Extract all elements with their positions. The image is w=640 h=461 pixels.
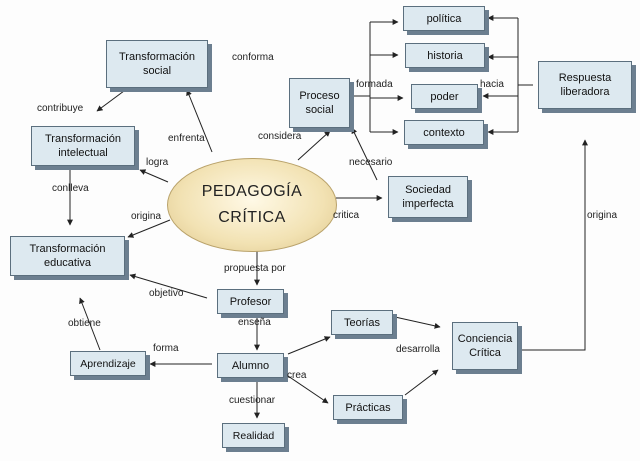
label-ensena: enseña — [238, 317, 271, 328]
label-obtiene: obtiene — [68, 318, 101, 329]
node-proceso-social[interactable]: Proceso social — [289, 78, 350, 128]
arrow-obtiene — [79, 297, 101, 351]
node-profesor[interactable]: Profesor — [217, 289, 284, 314]
label-forma: forma — [153, 343, 179, 354]
center-title-line1: PEDAGOGÍA — [201, 183, 303, 200]
label-critica: critica — [333, 210, 360, 221]
label-propuesta-por: propuesta por — [224, 263, 286, 274]
node-transformacion-social[interactable]: Transformación social — [106, 40, 208, 88]
arrow-contribuye — [96, 87, 129, 112]
node-aprendizaje[interactable]: Aprendizaje — [70, 351, 146, 376]
arrow-desarrolla-teorias — [394, 316, 441, 329]
label-enfrenta: enfrenta — [168, 133, 205, 144]
label-desarrolla: desarrolla — [396, 344, 440, 355]
node-respuesta-liberadora[interactable]: Respuesta liberadora — [538, 61, 632, 109]
label-contribuye: contribuye — [37, 103, 84, 114]
arrow-considera — [297, 130, 331, 161]
label-logra: logra — [146, 157, 169, 168]
label-formada: formada — [356, 79, 393, 90]
node-poder[interactable]: poder — [411, 84, 478, 109]
arrow-crea-practicas — [287, 375, 329, 404]
node-teorias[interactable]: Teorías — [331, 310, 393, 335]
label-conlleva: conlleva — [52, 183, 89, 194]
label-origina-left: origina — [131, 211, 162, 222]
arrow-origina-right — [518, 139, 588, 351]
node-practicas[interactable]: Prácticas — [333, 395, 403, 420]
node-historia[interactable]: historia — [405, 43, 485, 68]
arrow-crea-teorias — [287, 336, 331, 355]
node-transformacion-intelectual[interactable]: Transformación intelectual — [31, 126, 135, 166]
node-politica[interactable]: política — [403, 6, 485, 31]
node-transformacion-educativa[interactable]: Transformación educativa — [10, 236, 125, 276]
node-contexto[interactable]: contexto — [404, 120, 484, 145]
label-necesario: necesario — [349, 157, 393, 168]
label-considera: considera — [258, 131, 302, 142]
arrow-objetivo — [129, 273, 208, 299]
bracket-hacia — [496, 17, 533, 133]
node-conciencia-critica[interactable]: Conciencia Crítica — [452, 322, 518, 370]
label-hacia: hacia — [480, 79, 504, 90]
node-alumno[interactable]: Alumno — [217, 353, 284, 378]
node-sociedad-imperfecta[interactable]: Sociedad imperfecta — [388, 176, 468, 218]
arrow-origina-left — [127, 219, 171, 238]
arrow-enfrenta — [186, 89, 213, 153]
label-cuestionar: cuestionar — [229, 395, 276, 406]
label-objetivo: objetivo — [149, 288, 184, 299]
label-crea: crea — [287, 370, 307, 381]
label-origina-right: origina — [587, 210, 618, 221]
arrow-necesario — [351, 127, 378, 181]
bracket-formada — [352, 21, 398, 133]
label-conforma: conforma — [232, 52, 274, 63]
center-title-line2: CRÍTICA — [218, 209, 286, 226]
arrow-desarrolla-practicas — [404, 369, 439, 396]
node-realidad[interactable]: Realidad — [222, 423, 285, 448]
arrow-logra — [139, 169, 169, 183]
pedagogia-critica-center[interactable]: PEDAGOGÍA CRÍTICA — [167, 158, 337, 252]
